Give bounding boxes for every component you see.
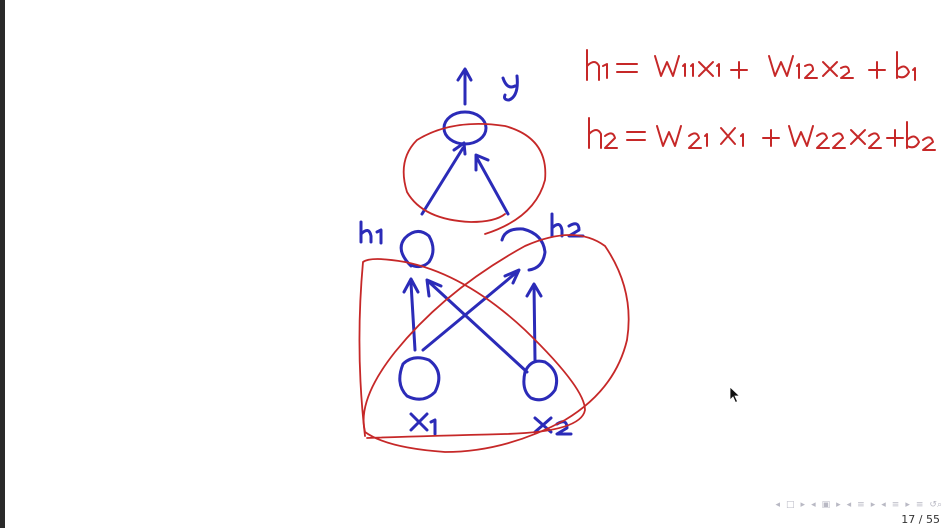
label-h2: [550, 212, 585, 238]
page-number: 17 / 55: [901, 513, 940, 526]
input-neuron-x1: [398, 356, 441, 401]
output-label-y: [501, 74, 519, 102]
first-frame-icon[interactable]: ◂: [775, 500, 781, 510]
navigation-bar: ◂ □ ▸ ◂ ▣ ▸ ◂ ≡ ▸ ◂ ≡ ▸ ≡ ↺⌕: [775, 500, 942, 510]
next-appendix-icon[interactable]: ▸: [905, 500, 910, 510]
window-left-edge: [0, 0, 5, 528]
hidden-to-output-arrows: [420, 141, 510, 216]
prev-subsection-icon[interactable]: ◂: [811, 500, 816, 510]
section-icon[interactable]: ≡: [857, 500, 865, 510]
hidden-neuron-h2: [500, 227, 547, 272]
input-to-hidden-arrows: [402, 268, 543, 374]
label-h1: [359, 220, 383, 245]
output-neuron: [442, 110, 488, 146]
output-arrow: [456, 67, 473, 106]
whiteboard-canvas: [358, 49, 936, 453]
frame-icon[interactable]: □: [786, 500, 795, 510]
next-frame-icon[interactable]: ▸: [800, 500, 806, 510]
red-circle-h1-group: [358, 258, 586, 439]
outline-icon[interactable]: ≡: [915, 500, 924, 510]
search-icon[interactable]: ↺⌕: [929, 500, 942, 510]
next-subsection-icon[interactable]: ▸: [836, 500, 841, 510]
mouse-cursor-icon: [729, 386, 741, 404]
equation-h1: [586, 49, 916, 81]
prev-section-icon[interactable]: ◂: [846, 500, 852, 510]
red-circle-output-layer: [402, 123, 547, 235]
hidden-neuron-h1: [399, 230, 435, 269]
input-neuron-x2: [522, 359, 559, 402]
appendix-icon[interactable]: ≡: [891, 500, 900, 510]
label-x1: [409, 412, 437, 436]
equation-h2: [588, 117, 936, 151]
prev-appendix-icon[interactable]: ◂: [881, 500, 886, 510]
slide: ◂ □ ▸ ◂ ▣ ▸ ◂ ≡ ▸ ◂ ≡ ▸ ≡ ↺⌕ 17 / 55: [5, 0, 948, 528]
red-circle-h2-group: [362, 234, 630, 453]
next-section-icon[interactable]: ▸: [870, 500, 876, 510]
subsection-icon[interactable]: ▣: [821, 500, 831, 510]
